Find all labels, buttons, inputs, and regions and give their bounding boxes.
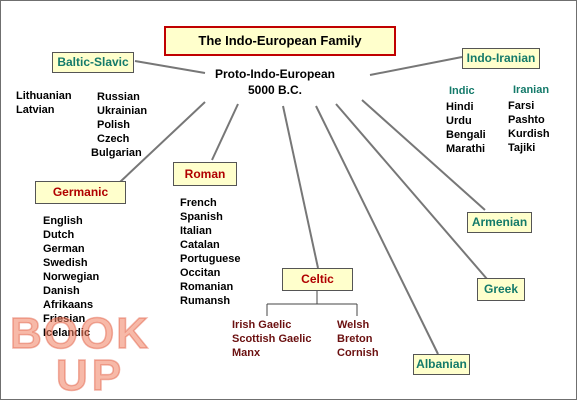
language-item: French [180, 197, 217, 209]
indic-languages: Hindi Urdu Bengali Marathi [446, 100, 486, 156]
language-item: Norwegian [43, 271, 100, 283]
connector-celtic [282, 105, 319, 269]
language-item: Romanian [180, 281, 234, 293]
slavic-languages: Russian Ukrainian Polish Czech Bulgarian [91, 90, 148, 160]
branch-indo-iranian: Indo-Iranian [462, 48, 540, 69]
language-item: Welsh [337, 319, 370, 331]
branch-albanian: Albanian [413, 354, 470, 375]
language-item: Friesian [43, 313, 86, 325]
language-item: Icelandic [43, 327, 91, 339]
language-item: Latvian [16, 104, 55, 116]
connector-albanian [315, 105, 439, 355]
language-item: Urdu [446, 115, 472, 127]
root-node: Proto-Indo-European 5000 B.C. [200, 66, 350, 98]
language-item: Dutch [43, 229, 75, 241]
language-item: German [43, 243, 85, 255]
connector-roman [211, 103, 239, 161]
roman-languages: French Spanish Italian Catalan Portugues… [180, 196, 241, 308]
branch-celtic: Celtic [282, 268, 353, 291]
iranian-languages: Farsi Pashto Kurdish Tajiki [508, 99, 550, 155]
celtic-brythonic-languages: Welsh Breton Cornish [337, 318, 379, 360]
indic-sublabel: Indic [449, 85, 475, 97]
iranian-sublabel: Iranian [513, 84, 550, 96]
connector-baltic-slavic [134, 60, 206, 74]
watermark-line1: BOOK [10, 310, 150, 358]
language-item: Irish Gaelic [232, 319, 292, 331]
language-item: Occitan [180, 267, 221, 279]
connector-armenian [361, 99, 486, 211]
celtic-bracket [266, 290, 358, 316]
celtic-goidelic-languages: Irish Gaelic Scottish Gaelic Manx [232, 318, 311, 360]
branch-armenian: Armenian [467, 212, 532, 233]
bookup-watermark: BOOK UP [9, 310, 150, 395]
language-item: Catalan [180, 239, 220, 251]
root-name: Proto-Indo-European [215, 67, 335, 81]
diagram-title: The Indo-European Family [164, 26, 396, 56]
language-item: Spanish [180, 211, 223, 223]
root-date: 5000 B.C. [247, 83, 303, 97]
baltic-languages: Lithuanian Latvian [16, 89, 72, 117]
germanic-languages: English Dutch German Swedish Norwegian D… [43, 214, 99, 340]
language-item: Kurdish [508, 128, 550, 140]
language-item: Bulgarian [91, 147, 142, 159]
language-item: Polish [97, 119, 131, 131]
language-item: Russian [97, 91, 140, 103]
language-item: Czech [97, 133, 130, 145]
language-item: Scottish Gaelic [232, 333, 312, 345]
language-item: Danish [43, 285, 80, 297]
connector-germanic [119, 101, 206, 183]
connector-greek [335, 103, 488, 280]
language-item: Marathi [446, 143, 486, 155]
language-item: Lithuanian [16, 90, 72, 102]
branch-germanic: Germanic [35, 181, 126, 204]
language-item: Tajiki [508, 142, 536, 154]
language-item: Pashto [508, 114, 545, 126]
connector-indo-iranian [369, 56, 463, 76]
language-item: Breton [337, 333, 373, 345]
language-item: Italian [180, 225, 212, 237]
language-item: Ukrainian [97, 105, 148, 117]
language-item: English [43, 215, 83, 227]
branch-greek: Greek [477, 278, 525, 301]
language-item: Portuguese [180, 253, 241, 265]
branch-baltic-slavic: Baltic-Slavic [52, 52, 134, 73]
language-item: Afrikaans [43, 299, 94, 311]
language-item: Farsi [508, 100, 535, 112]
language-item: Bengali [446, 129, 486, 141]
language-item: Rumansh [180, 295, 231, 307]
watermark-line2: UP [56, 351, 125, 395]
branch-roman: Roman [173, 162, 237, 186]
language-item: Hindi [446, 101, 474, 113]
language-item: Manx [232, 347, 261, 359]
language-item: Swedish [43, 257, 88, 269]
language-item: Cornish [337, 347, 379, 359]
